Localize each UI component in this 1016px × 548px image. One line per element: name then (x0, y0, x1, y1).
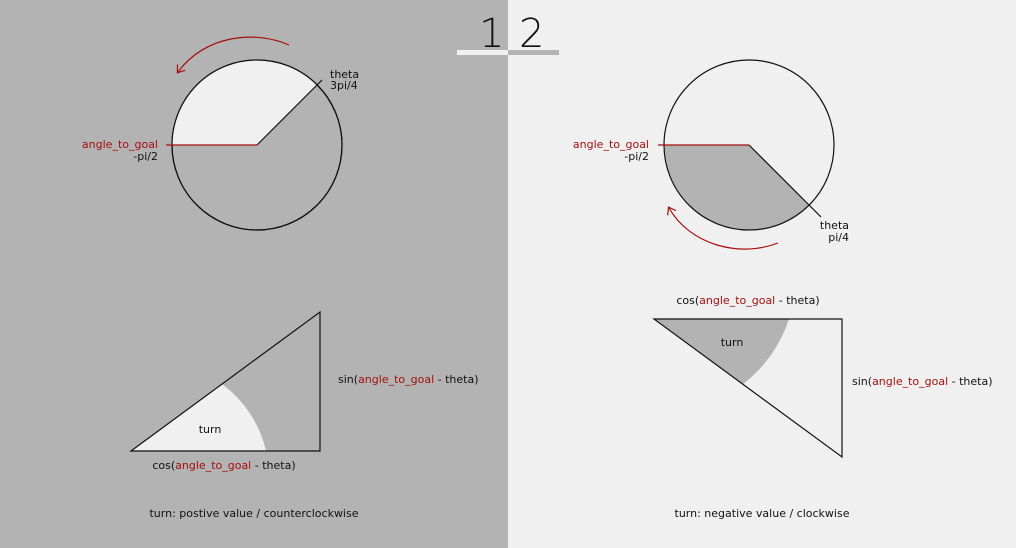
turn-label-1: turn (199, 423, 222, 436)
theta-value-2: pi/4 (828, 231, 849, 244)
tab-1-label[interactable]: 1 (479, 11, 505, 57)
triangle-2 (652, 318, 843, 459)
turn-label-2: turn (721, 336, 744, 349)
sin-label-1: sin(angle_to_goal - theta) (338, 373, 479, 386)
cos-label-2: cos(angle_to_goal - theta) (676, 294, 819, 307)
theta-label-1: theta (330, 68, 359, 81)
triangle-1 (129, 310, 321, 452)
tab-1-indicator[interactable] (457, 50, 508, 55)
caption-positive: turn: postive value / counterclockwise (149, 507, 359, 520)
tab-2-label[interactable]: 2 (519, 11, 545, 57)
turn-wedge-1 (131, 384, 266, 451)
counterclockwise-arrow (178, 36, 290, 72)
theta-ray-2 (748, 144, 822, 218)
caption-negative: turn: negative value / clockwise (674, 507, 850, 520)
goal-label-1: angle_to_goal (82, 138, 158, 151)
cos-label-1: cos(angle_to_goal - theta) (152, 459, 295, 472)
turn-sector-2 (664, 145, 810, 230)
tab-2-indicator[interactable] (508, 50, 559, 55)
turn-sector-1 (172, 60, 318, 145)
sin-label-2: sin(angle_to_goal - theta) (852, 375, 993, 388)
theta-label-2: theta (820, 219, 849, 232)
goal-value-1: -pi/2 (133, 150, 158, 163)
goal-label-2: angle_to_goal (573, 138, 649, 151)
theta-value-1: 3pi/4 (330, 79, 358, 92)
goal-value-2: -pi/2 (624, 150, 649, 163)
turn-wedge-2 (654, 319, 789, 384)
theta-ray-1 (256, 79, 323, 146)
clockwise-arrow (669, 208, 779, 250)
